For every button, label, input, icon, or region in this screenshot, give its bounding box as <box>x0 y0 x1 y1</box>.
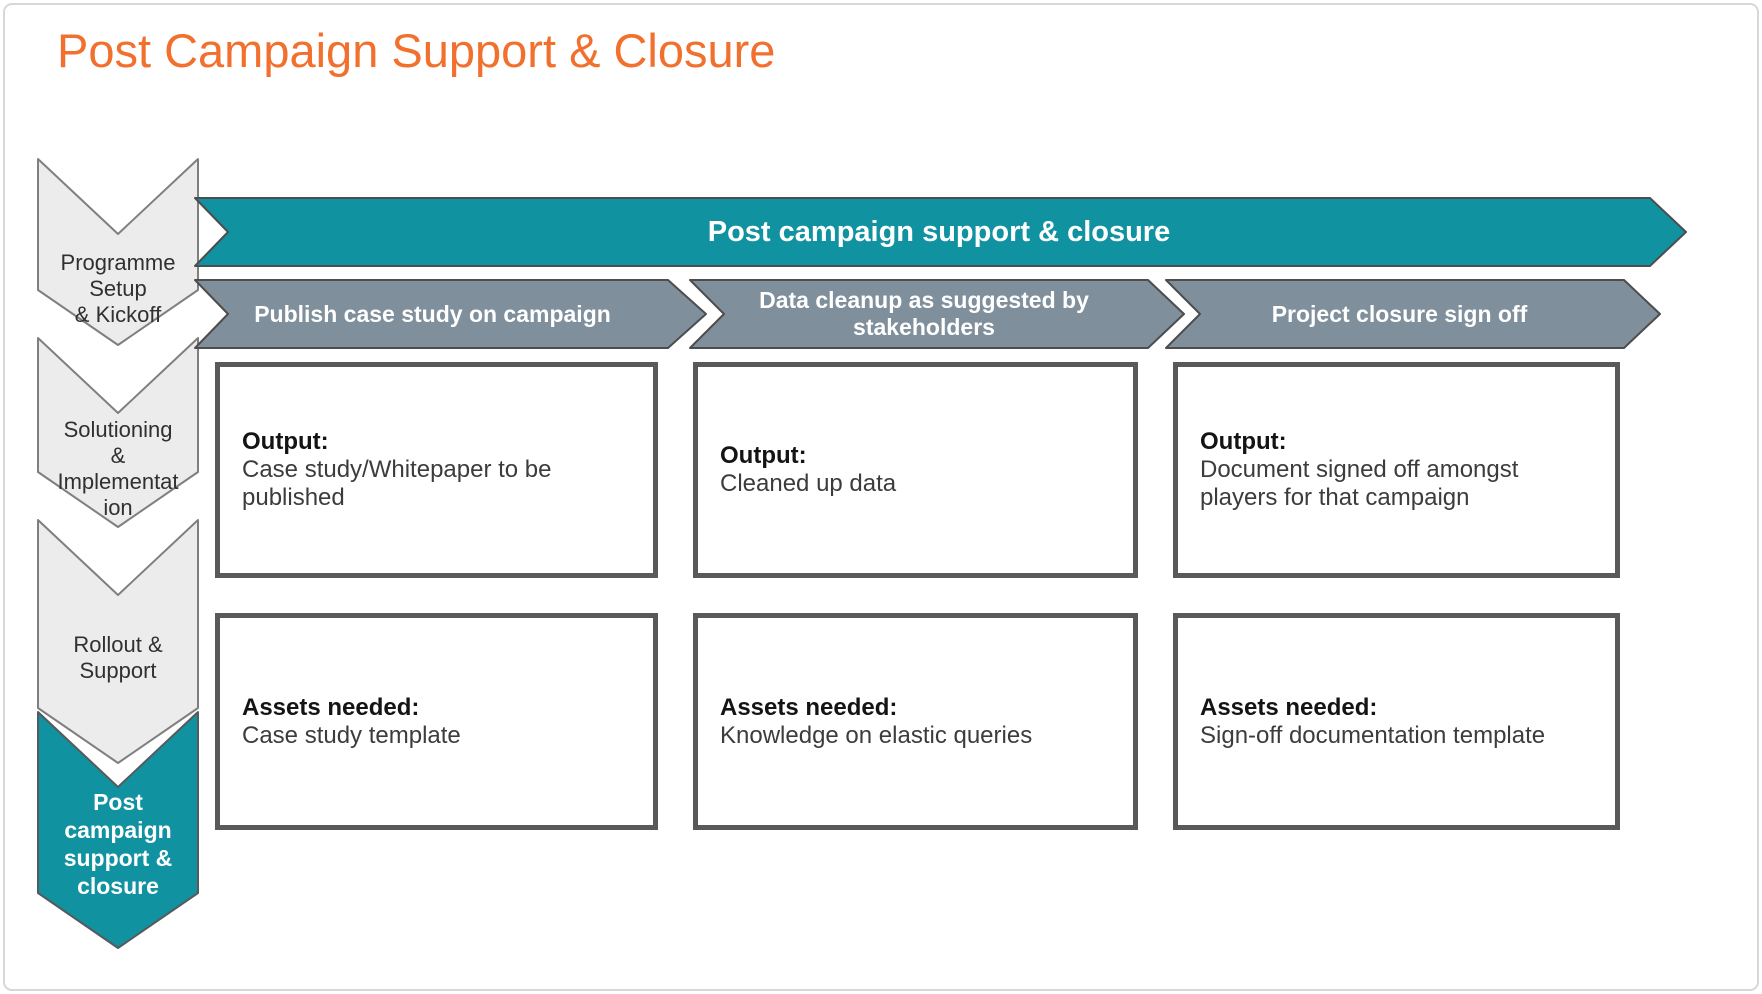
stage-label-line: closure <box>77 873 159 899</box>
assets-text: Case study template <box>242 721 461 749</box>
assets-label: Assets needed: <box>1200 693 1378 721</box>
assets-box-data-cleanup: Assets needed: Knowledge on elastic quer… <box>693 613 1138 830</box>
main-banner-ribbon <box>194 197 1687 267</box>
stage-label-line: Support <box>79 658 157 683</box>
step-banner-label-1: Publish case study on campaign <box>197 280 668 348</box>
output-text: Document signed off amongst players for … <box>1200 456 1519 511</box>
sidebar-stage-post-campaign-active: Post campaign support & closure <box>38 786 198 902</box>
step-banner-text: Publish case study on campaign <box>254 300 611 327</box>
output-text: Cleaned up data <box>720 470 897 497</box>
output-box-data-cleanup: Output: Cleaned up data <box>693 362 1138 578</box>
sidebar-stage-rollout: Rollout & Support <box>38 606 198 710</box>
stage-chevron-solutioning <box>37 337 199 528</box>
assets-text: Knowledge on elastic queries <box>720 721 1033 749</box>
stage-label-line: Implementat <box>57 469 179 494</box>
stage-chevron-post-campaign-active <box>37 711 199 949</box>
assets-text: Sign-off documentation template <box>1200 721 1546 749</box>
step-banner-label-2: Data cleanup as suggested by stakeholder… <box>700 280 1148 348</box>
stage-label-line: Post <box>93 789 143 815</box>
main-banner-text: Post campaign support & closure <box>707 215 1171 248</box>
stage-label-line: support & <box>63 845 173 871</box>
output-label: Output: <box>242 428 329 455</box>
stage-label-line: & Kickoff <box>74 302 162 327</box>
step-banner-data-cleanup <box>689 279 1185 349</box>
stage-label-line: campaign <box>64 817 172 843</box>
assets-box-publish-case-study: Assets needed: Case study template <box>215 613 658 830</box>
stage-chevron-rollout <box>37 519 199 764</box>
output-text: Case study/Whitepaper to be published <box>242 456 552 511</box>
step-banner-text: Project closure sign off <box>1271 300 1528 327</box>
output-label: Output: <box>1200 428 1287 455</box>
sidebar-stage-solutioning: Solutioning & Implementat ion <box>38 412 198 526</box>
output-box-project-closure: Output: Document signed off amongst play… <box>1173 362 1620 578</box>
stage-label-line: Rollout & <box>73 632 163 657</box>
assets-label: Assets needed: <box>720 693 898 721</box>
stage-label-line: Programme <box>60 250 176 275</box>
output-label: Output: <box>720 442 807 469</box>
page-title: Post Campaign Support & Closure <box>57 24 776 77</box>
step-banner-publish-case-study <box>194 279 707 349</box>
sidebar-stage-programme-setup: Programme Setup & Kickoff <box>38 236 198 342</box>
stage-label-line: ion <box>103 495 133 520</box>
assets-label: Assets needed: <box>242 693 420 721</box>
stage-label-line: Setup <box>89 276 147 301</box>
stage-label-line: Solutioning <box>63 417 173 442</box>
stage-chevron-programme-setup <box>37 158 199 346</box>
output-box-publish-case-study: Output: Case study/Whitepaper to be publ… <box>215 362 658 578</box>
step-banner-project-closure <box>1165 279 1661 349</box>
assets-box-project-closure: Assets needed: Sign-off documentation te… <box>1173 613 1620 830</box>
step-banner-label-3: Project closure sign off <box>1175 280 1624 348</box>
step-banner-text: Data cleanup as suggested by stakeholder… <box>759 287 1089 340</box>
main-banner-label: Post campaign support & closure <box>228 198 1650 266</box>
stage-label-line: & <box>110 443 126 468</box>
